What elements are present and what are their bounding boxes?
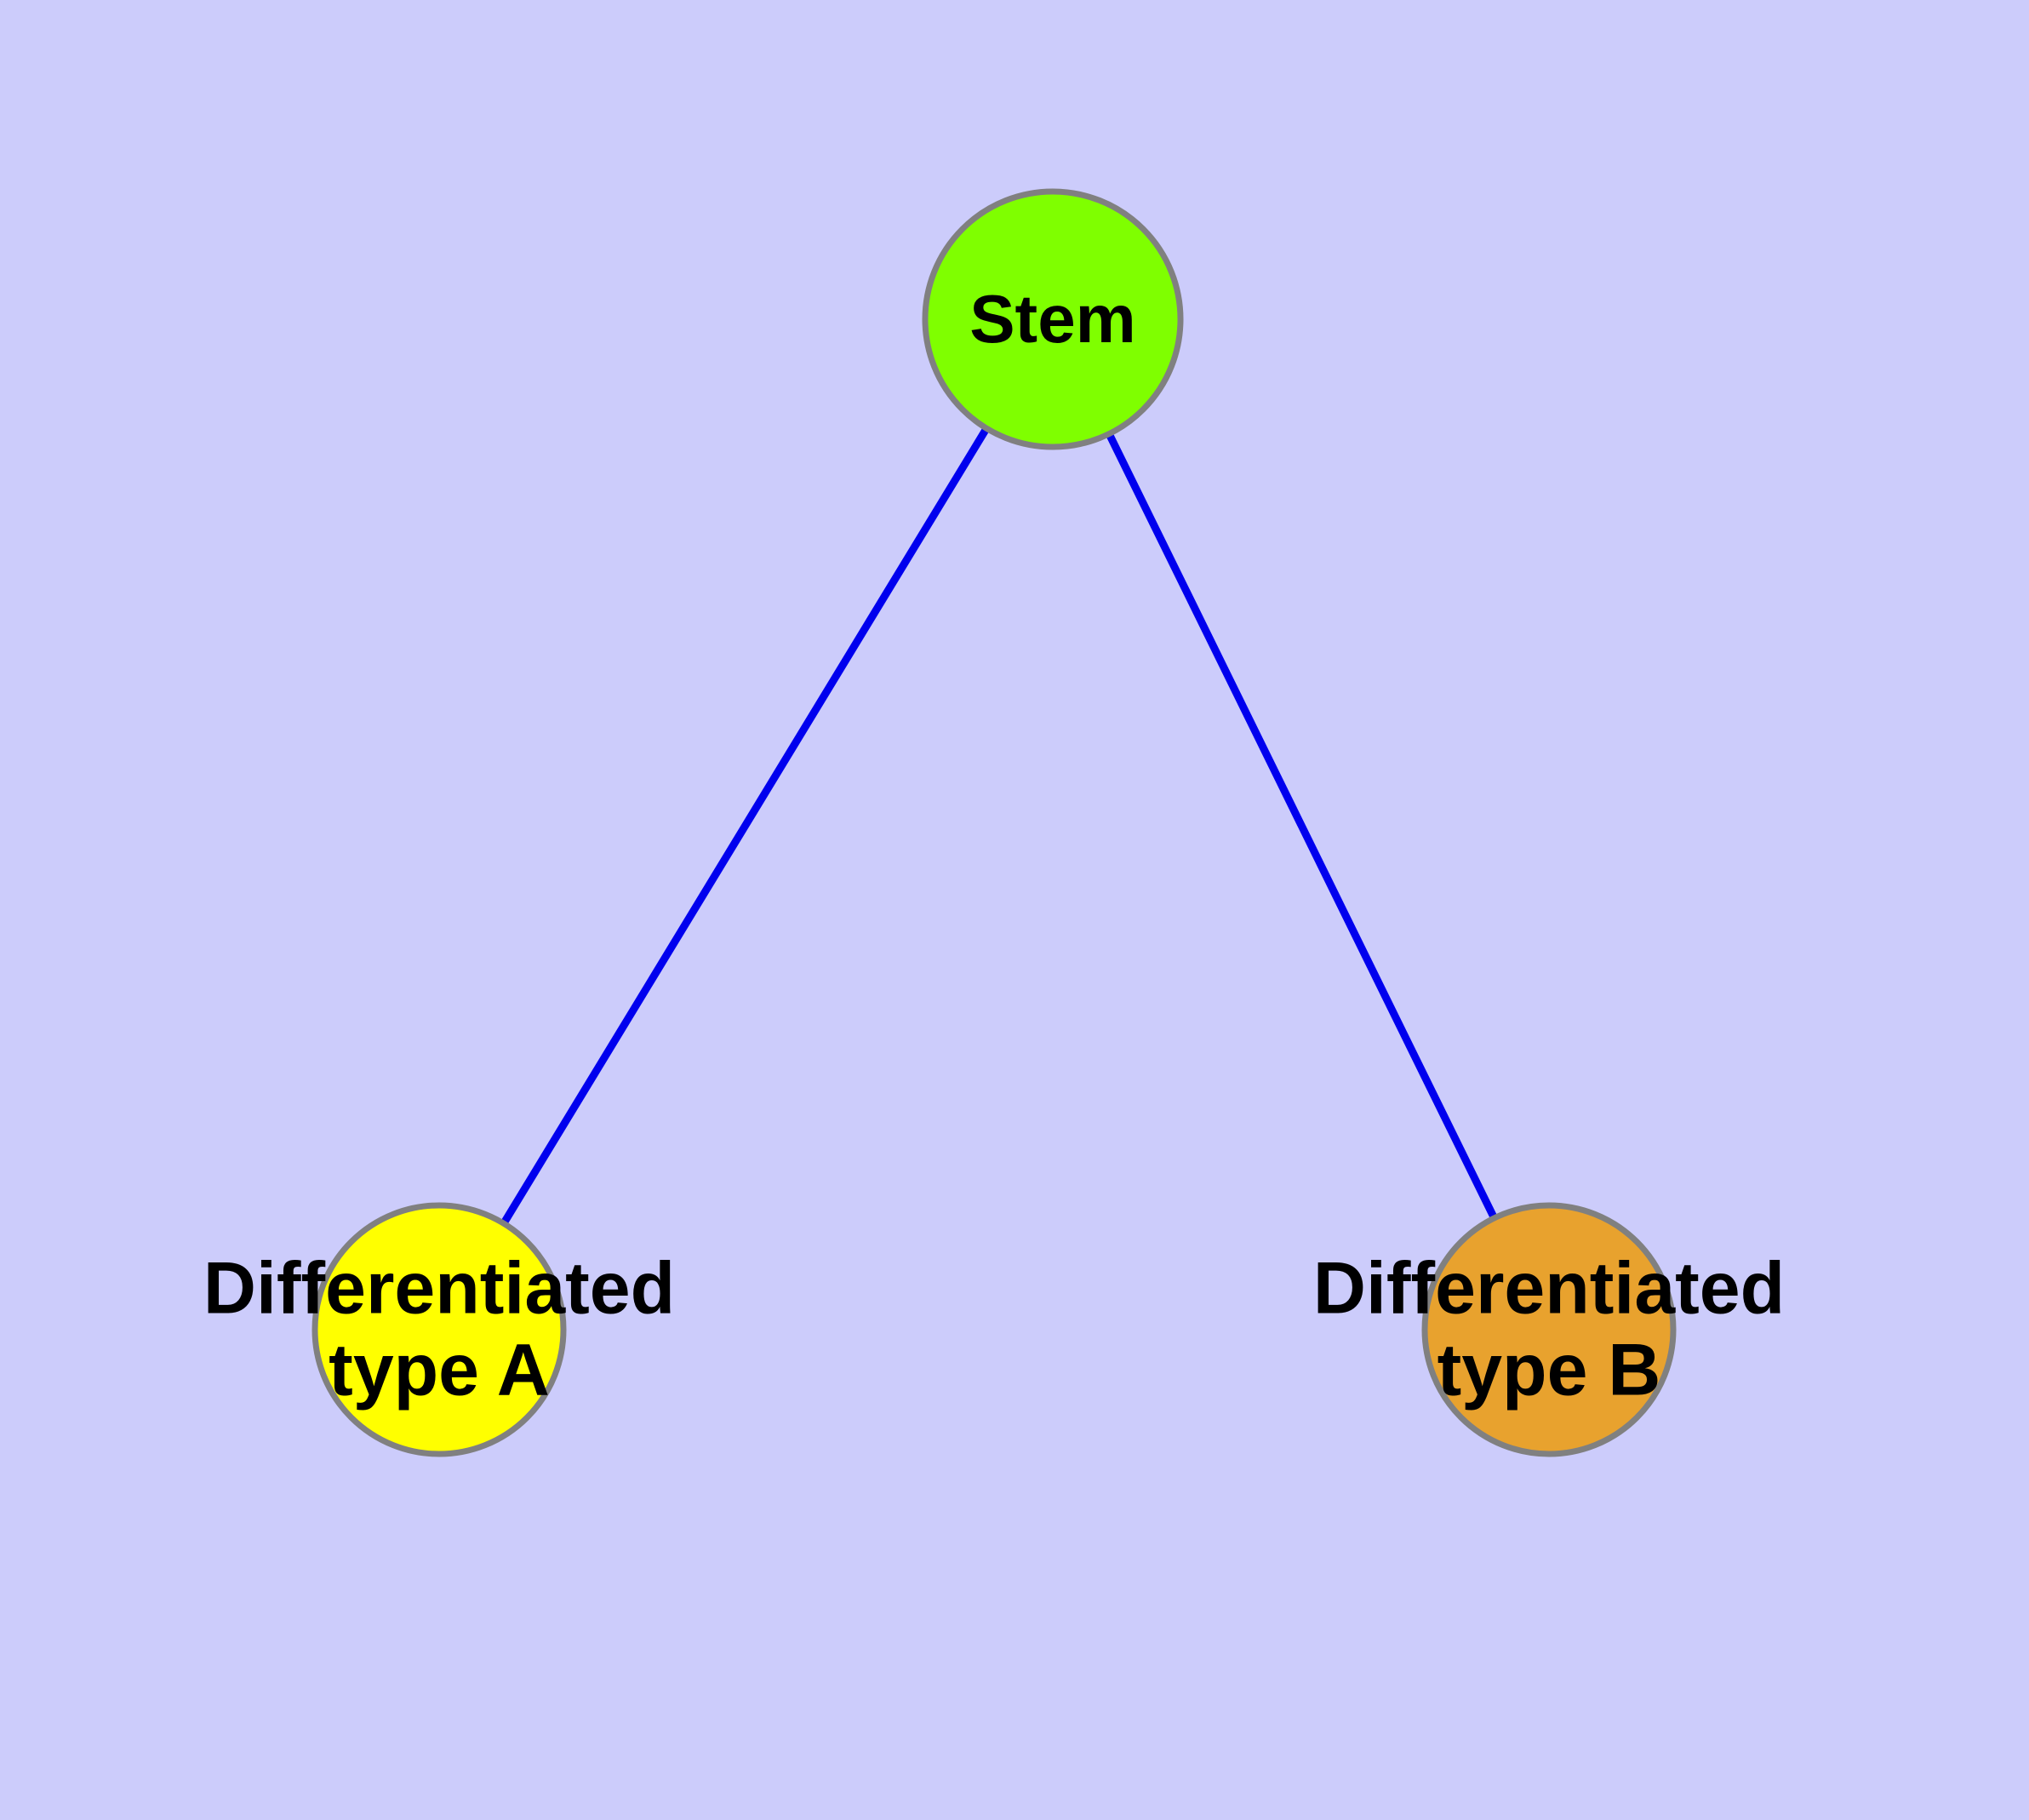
graph-node-diff_b[interactable]: [1421, 1202, 1677, 1457]
graph-edge-stem-diff_b[interactable]: [1049, 318, 1553, 1331]
graph-node-diff_a[interactable]: [311, 1202, 567, 1457]
node-layer: [311, 188, 1677, 1457]
graph-edge-stem-diff_a[interactable]: [436, 317, 1056, 1332]
graph-node-stem[interactable]: [922, 188, 1184, 450]
edge-layer: [436, 317, 1553, 1332]
